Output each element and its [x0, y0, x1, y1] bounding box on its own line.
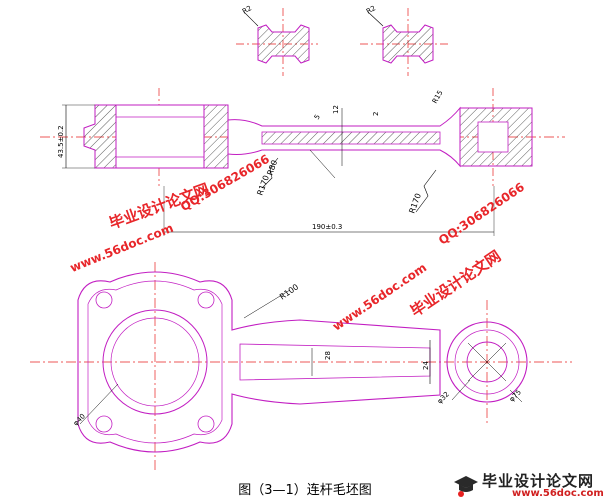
cross-section-right — [360, 8, 448, 76]
dim-2: 2 — [372, 112, 380, 116]
logo-title: 毕业设计论文网 — [482, 472, 595, 490]
dim-r170-right: R170 — [407, 192, 423, 215]
dim-web: 12 — [332, 105, 340, 114]
plan-view — [30, 262, 572, 470]
dim-height: 43.5±0.2 — [57, 125, 65, 158]
dim-section-b: R2 — [365, 4, 377, 16]
figure-caption: 图（3—1）连杆毛坯图 — [238, 483, 372, 498]
side-view — [40, 88, 565, 236]
dim-5: 5 — [313, 113, 322, 121]
site-logo: 毕业设计论文网 www.56doc.com — [452, 468, 610, 502]
dim-center-distance: 190±0.3 — [312, 223, 342, 231]
dim-r100: R100 — [278, 282, 300, 301]
logo-url: www.56doc.com — [512, 488, 604, 499]
dim-r15: R15 — [431, 89, 445, 105]
dim-40: φ40 — [72, 412, 87, 427]
cross-section-left — [236, 8, 318, 76]
mortarboard-icon — [454, 476, 478, 497]
dim-75: φ75 — [508, 388, 523, 403]
dim-32: φ32 — [436, 390, 451, 405]
dim-r170-left: R170 — [255, 174, 271, 197]
dim-28: 28 — [324, 351, 332, 360]
dim-24: 24 — [422, 361, 430, 370]
dim-section-a: R2 — [241, 4, 253, 16]
